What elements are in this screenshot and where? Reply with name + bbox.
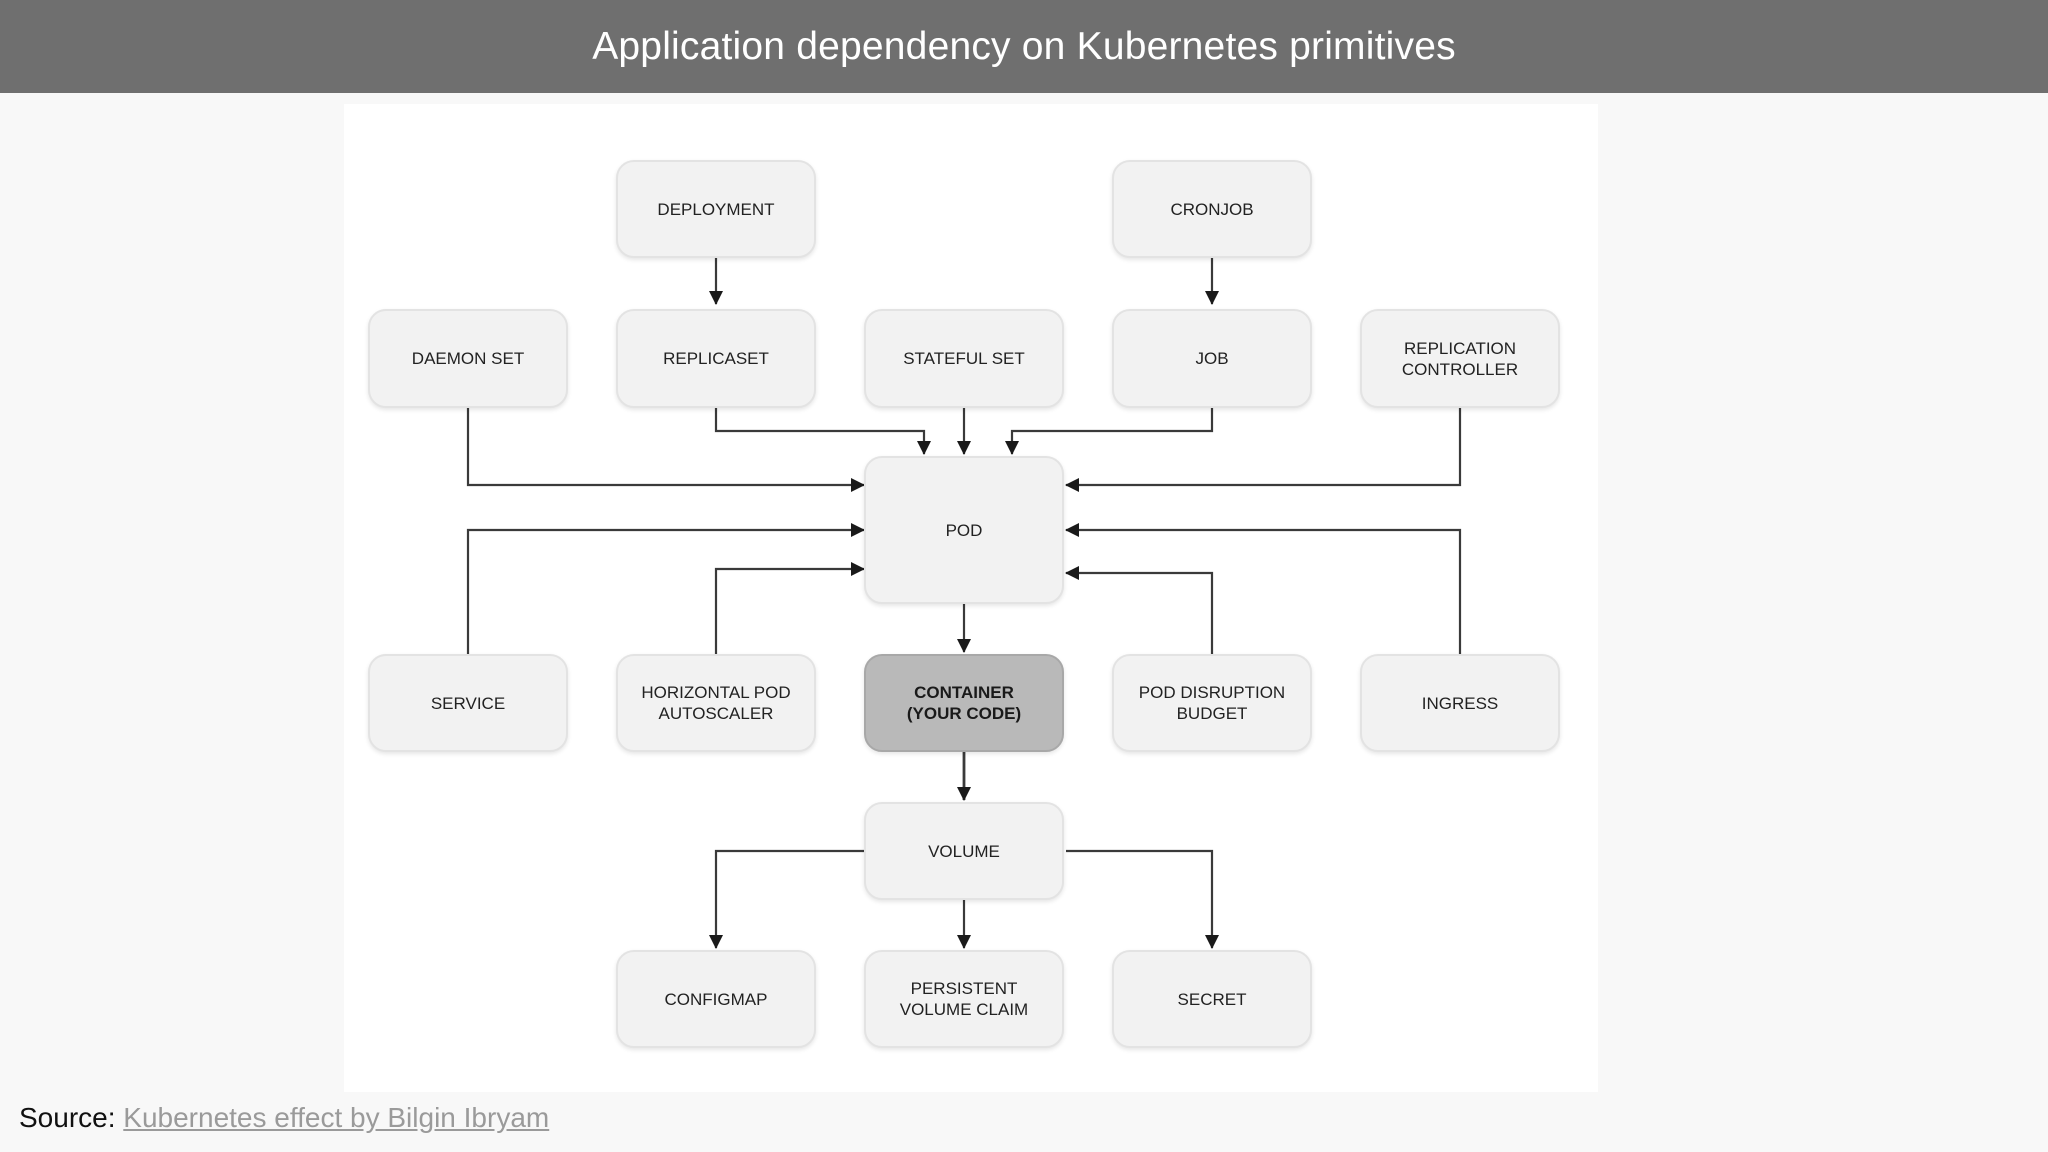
arrow-replicaset-to-pod [714, 408, 931, 455]
node-label-pod: POD [945, 520, 983, 540]
page-title: Application dependency on Kubernetes pri… [592, 24, 1456, 68]
node-configmap: CONFIGMAP [616, 950, 816, 1048]
node-service: SERVICE [368, 654, 568, 752]
arrow-hpa-to-pod [714, 562, 865, 654]
arrow-daemonset-to-pod [466, 408, 865, 492]
source-attribution: Source: Kubernetes effect by Bilgin Ibry… [19, 1102, 549, 1134]
node-label-job: JOB [1195, 349, 1229, 368]
source-link[interactable]: Kubernetes effect by Bilgin Ibryam [123, 1102, 550, 1133]
node-label-persistent-volume-claim: PERSISTENT VOLUME CLAIM [899, 979, 1029, 1019]
arrow-volume-to-secret [1066, 849, 1219, 949]
node-pod: POD [864, 456, 1064, 604]
node-label-volume: VOLUME [928, 841, 1000, 861]
node-horizontal-pod-autoscaler: HORIZONTAL POD AUTOSCALER [616, 654, 816, 752]
node-deployment: DEPLOYMENT [616, 160, 816, 258]
node-container: CONTAINER (YOUR CODE) [864, 654, 1064, 752]
arrow-job-to-pod [1005, 408, 1214, 455]
node-secret: SECRET [1112, 950, 1312, 1048]
node-label-service: SERVICE [430, 693, 506, 713]
arrow-ingress-to-pod [1065, 523, 1462, 654]
node-label-horizontal-pod-autoscaler: HORIZONTAL POD AUTOSCALER [641, 683, 791, 723]
node-pod-disruption-budget: POD DISRUPTION BUDGET [1112, 654, 1312, 752]
node-job: JOB [1112, 309, 1312, 408]
node-replication-controller: REPLICATION CONTROLLER [1360, 309, 1560, 408]
arrow-pdb-to-pod [1065, 566, 1214, 654]
arrow-volume-to-configmap [709, 849, 864, 949]
node-stateful-set: STATEFUL SET [864, 309, 1064, 408]
node-label-secret: SECRET [1177, 989, 1247, 1009]
node-label-daemon-set: DAEMON SET [411, 349, 525, 368]
node-daemon-set: DAEMON SET [368, 309, 568, 408]
node-label-deployment: DEPLOYMENT [657, 199, 775, 219]
node-persistent-volume-claim: PERSISTENT VOLUME CLAIM [864, 950, 1064, 1048]
arrow-service-to-pod [466, 523, 865, 654]
node-label-replication-controller: REPLICATION CONTROLLER [1401, 338, 1519, 379]
connector-layer [466, 258, 1462, 949]
dependency-diagram: DEPLOYMENT CRONJOB DAEMON SET REPLICASET… [344, 104, 1598, 1092]
node-replicaset: REPLICASET [616, 309, 816, 408]
title-bar: Application dependency on Kubernetes pri… [0, 0, 2048, 93]
node-ingress: INGRESS [1360, 654, 1560, 752]
node-label-cronjob: CRONJOB [1170, 199, 1254, 219]
node-label-ingress: INGRESS [1421, 693, 1499, 713]
node-label-pod-disruption-budget: POD DISRUPTION BUDGET [1138, 683, 1286, 723]
node-label-stateful-set: STATEFUL SET [903, 349, 1025, 368]
node-label-configmap: CONFIGMAP [664, 989, 768, 1009]
arrow-replicationcontroller-to-pod [1065, 408, 1462, 492]
node-cronjob: CRONJOB [1112, 160, 1312, 258]
source-label: Source: [19, 1102, 116, 1133]
node-label-replicaset: REPLICASET [663, 349, 769, 368]
node-volume: VOLUME [864, 802, 1064, 900]
node-label-container: CONTAINER (YOUR CODE) [906, 683, 1022, 723]
